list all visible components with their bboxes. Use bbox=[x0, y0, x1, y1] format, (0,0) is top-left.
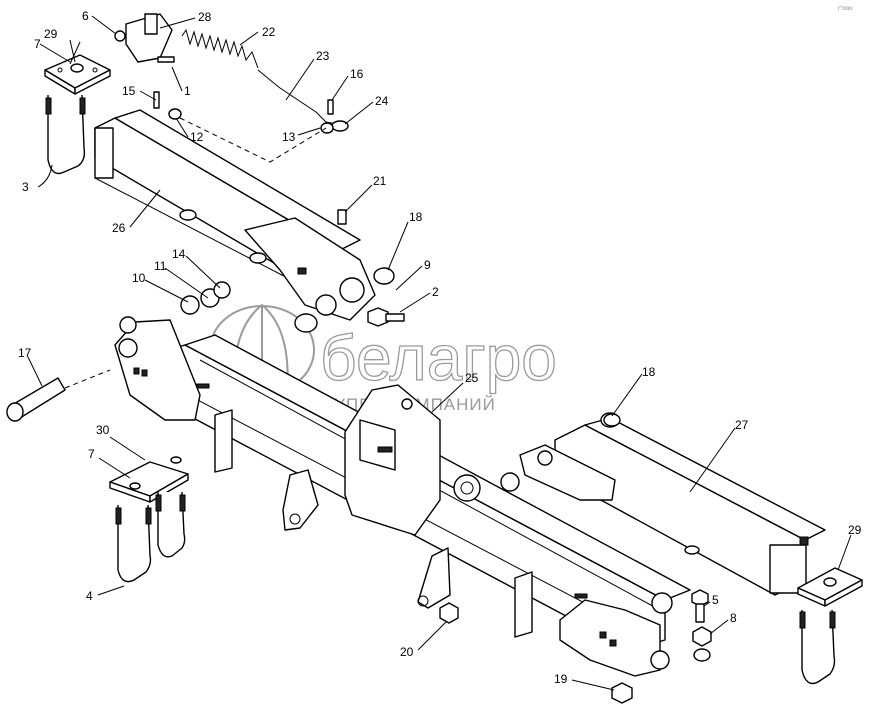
hitch-bracket-part-28 bbox=[114, 13, 173, 63]
label-16: 17 bbox=[18, 346, 32, 360]
right-beam-part-27 bbox=[500, 417, 826, 596]
label-19: 19 bbox=[554, 672, 568, 686]
upper-beam-part-26 bbox=[94, 109, 376, 321]
clamp-plate-part-29-left bbox=[44, 54, 111, 95]
watermark: белагро ГРУППА КОМПАНИЙ bbox=[209, 303, 558, 414]
label-26: 26 bbox=[112, 221, 126, 235]
label-3: 3 bbox=[22, 180, 29, 194]
label-29-top: 29 bbox=[44, 27, 58, 41]
label-11: 11 bbox=[154, 259, 167, 273]
bushing-part-9 bbox=[294, 313, 318, 333]
chain-part-23 bbox=[257, 69, 339, 125]
assembly-path bbox=[179, 117, 327, 163]
label-6: 6 bbox=[82, 9, 89, 23]
label-8: 8 bbox=[730, 611, 737, 625]
bolt-part-5 bbox=[691, 589, 709, 623]
clamp-plate-part-29-right bbox=[797, 567, 863, 607]
pin-part-15 bbox=[153, 91, 160, 109]
label-1: 1 bbox=[184, 84, 191, 98]
washer-part-10 bbox=[180, 295, 200, 315]
label-14: 14 bbox=[172, 247, 186, 261]
label-12: 12 bbox=[190, 130, 204, 144]
corner-mark: r°ooo bbox=[838, 6, 853, 12]
u-bolt-part-29-right bbox=[801, 609, 836, 685]
leader-lines bbox=[27, 15, 852, 691]
label-10: 10 bbox=[132, 271, 146, 285]
label-5: 5 bbox=[712, 593, 719, 607]
label-24: 24 bbox=[375, 94, 389, 108]
bolt-part-1 bbox=[157, 56, 175, 63]
spring-part-22 bbox=[181, 28, 259, 69]
label-4: 4 bbox=[86, 589, 93, 603]
label-27: 27 bbox=[735, 418, 749, 432]
washer-part-12 bbox=[168, 108, 182, 120]
main-frame-part-25 bbox=[114, 316, 691, 677]
nut-part-20 bbox=[439, 602, 459, 624]
label-20: 20 bbox=[400, 645, 414, 659]
part-labels: 6 28 22 29 7 23 16 15 1 24 12 13 3 21 18… bbox=[18, 9, 862, 686]
clamp-plate-part-30 bbox=[109, 456, 189, 503]
label-22: 22 bbox=[262, 25, 276, 39]
axle-pin-part-16 bbox=[6, 377, 66, 422]
label-7-top: 7 bbox=[34, 37, 41, 51]
label-23: 23 bbox=[316, 49, 330, 63]
label-15: 15 bbox=[122, 84, 136, 98]
u-bolt-part-3 bbox=[47, 94, 86, 175]
label-30: 30 bbox=[96, 423, 110, 437]
label-29-bottom: 29 bbox=[848, 523, 862, 537]
bolt-part-2 bbox=[367, 307, 405, 327]
ring-part-13 bbox=[320, 122, 334, 134]
watermark-brand: белагро bbox=[320, 322, 557, 394]
nipple-part-21 bbox=[337, 209, 347, 225]
axle-axis bbox=[64, 369, 111, 389]
label-28: 28 bbox=[198, 10, 212, 24]
label-13: 13 bbox=[282, 130, 296, 144]
label-21: 21 bbox=[373, 174, 387, 188]
label-18-top: 18 bbox=[409, 210, 423, 224]
u-bolt-part-4 bbox=[117, 504, 152, 583]
pin-part-17 bbox=[327, 99, 334, 115]
label-25: 25 bbox=[465, 371, 479, 385]
nut-part-19 bbox=[611, 682, 633, 704]
ring-part-24 bbox=[331, 120, 349, 132]
nut-part-8 bbox=[692, 626, 712, 647]
label-9: 9 bbox=[424, 258, 431, 272]
label-7-bottom: 7 bbox=[88, 447, 95, 461]
label-18-right: 18 bbox=[642, 365, 656, 379]
bushing-part-18-upper bbox=[373, 267, 395, 285]
label-2: 2 bbox=[432, 285, 439, 299]
label-17: 16 bbox=[350, 67, 364, 81]
